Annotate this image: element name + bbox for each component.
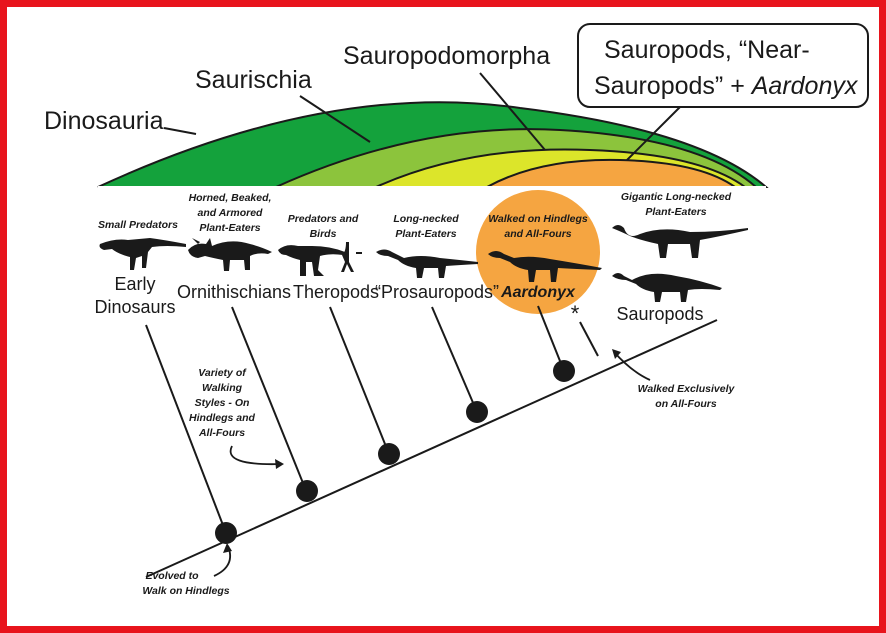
asterisk-mark: * bbox=[571, 301, 580, 326]
saurischia-label: Saurischia bbox=[195, 66, 312, 94]
sauropods-name: Sauropods bbox=[616, 304, 703, 324]
ornithischians-desc-3: Plant-Eaters bbox=[199, 222, 260, 234]
sauropods-desc-2: Plant-Eaters bbox=[645, 206, 706, 218]
evolved-arrowhead-icon bbox=[223, 543, 232, 553]
walked-line2: on All-Fours bbox=[655, 398, 717, 410]
variety-arrowhead-icon bbox=[275, 459, 284, 469]
aardonyx-desc-1: Walked on Hindlegs bbox=[488, 213, 588, 225]
theropods-name: Theropods bbox=[293, 282, 379, 302]
ornithischians-desc-2: and Armored bbox=[198, 207, 264, 219]
evolved-line2: Walk on Hindlegs bbox=[142, 585, 229, 597]
branch-sauropods bbox=[580, 322, 598, 356]
sauropod-icon bbox=[612, 225, 748, 302]
variety-line1: Variety of bbox=[198, 367, 247, 379]
evolved-line1: Evolved to bbox=[145, 570, 199, 582]
sauropodomorpha-label: Sauropodomorpha bbox=[343, 42, 550, 70]
branch-prosauropods bbox=[432, 307, 477, 412]
early-name-2: Dinosaurs bbox=[94, 297, 175, 317]
dinosauria-pointer bbox=[164, 128, 196, 134]
node-aardonyx bbox=[553, 360, 575, 382]
walked-line1: Walked Exclusively bbox=[638, 383, 736, 395]
sauropods-callout-line2a: Sauropods” + bbox=[594, 72, 752, 100]
prosauropods-name: “Prosauropods” bbox=[375, 282, 499, 302]
variety-line3: Styles - On bbox=[195, 397, 250, 409]
variety-line5: All-Fours bbox=[198, 427, 245, 439]
node-sauropodomorpha bbox=[466, 401, 488, 423]
prosauropods-desc-2: Plant-Eaters bbox=[395, 228, 456, 240]
walked-arrow bbox=[614, 352, 650, 380]
variety-arrow bbox=[231, 446, 282, 464]
sauropods-callout-aardonyx: Aardonyx bbox=[750, 72, 859, 100]
prosauropods-desc-1: Long-necked bbox=[393, 213, 459, 225]
ceratopsian-icon bbox=[188, 238, 272, 271]
prosauropod-icon bbox=[376, 250, 478, 279]
variety-line4: Hindlegs and bbox=[189, 412, 256, 424]
aardonyx-name: Aardonyx bbox=[500, 284, 576, 301]
dinosauria-label: Dinosauria bbox=[44, 107, 164, 135]
early-name-1: Early bbox=[114, 274, 155, 294]
early-desc: Small Predators bbox=[98, 219, 178, 231]
variety-line2: Walking bbox=[202, 382, 243, 394]
ornithischians-name: Ornithischians bbox=[177, 282, 291, 302]
sauropods-callout-line2: Sauropods” + Aardonyx bbox=[594, 72, 859, 100]
sauropods-desc-1: Gigantic Long-necked bbox=[621, 191, 732, 203]
branch-theropods bbox=[330, 307, 389, 454]
node-ornithischia bbox=[296, 480, 318, 502]
theropods-desc-1: Predators and bbox=[288, 213, 359, 225]
theropod-icon bbox=[278, 242, 362, 276]
theropods-desc-2: Birds bbox=[310, 228, 337, 240]
node-dinosauria bbox=[215, 522, 237, 544]
ornithischians-desc-1: Horned, Beaked, bbox=[189, 192, 272, 204]
node-theropoda bbox=[378, 443, 400, 465]
small-predator-icon bbox=[100, 238, 187, 270]
sauropods-callout-line1: Sauropods, “Near- bbox=[604, 36, 810, 64]
aardonyx-desc-2: and All-Fours bbox=[504, 228, 571, 240]
